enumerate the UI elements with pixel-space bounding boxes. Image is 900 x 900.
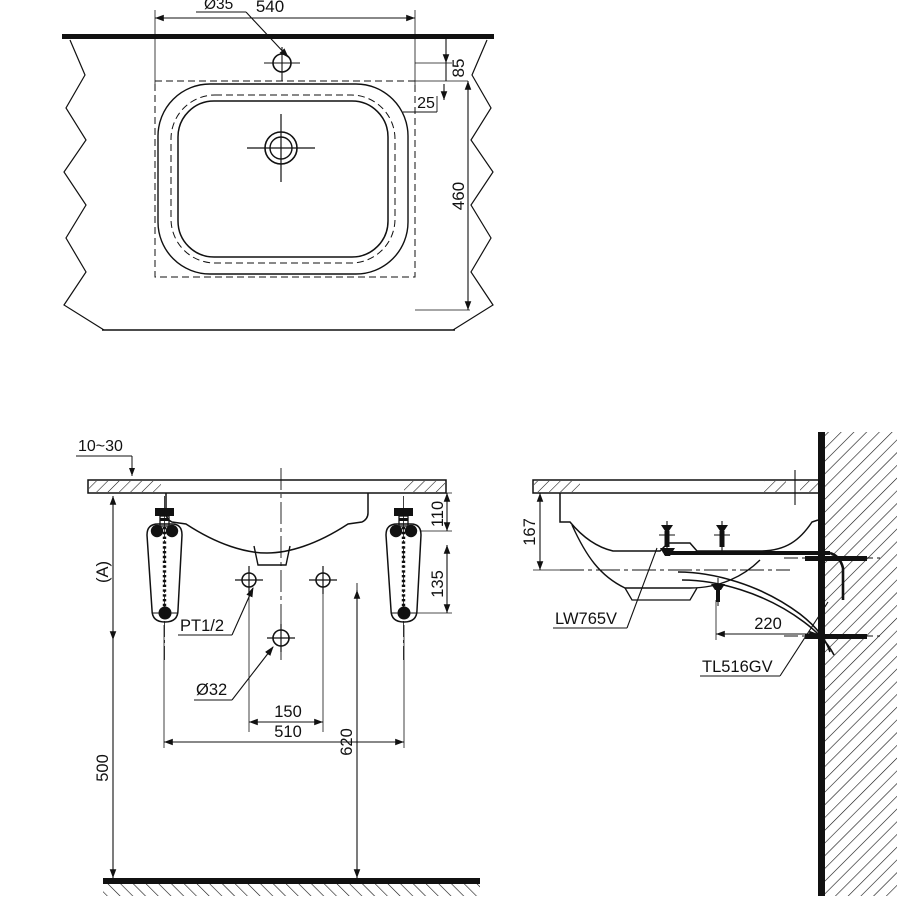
- side-drain-fitting: [711, 578, 725, 606]
- label-drain-diameter: Ø32: [196, 681, 227, 699]
- dim-counter-thickness: [76, 455, 135, 476]
- dim-135: [417, 545, 452, 614]
- dim-167: [533, 492, 566, 571]
- side-waste-boss: [624, 587, 698, 601]
- side-section-view: 167 220 LW765V TL516GV: [521, 432, 897, 896]
- wall-face: [818, 432, 825, 896]
- bowl-mid-dashed: [170, 94, 396, 264]
- dim-text-110: 110: [429, 501, 447, 527]
- label-height-symbol: (A): [94, 561, 112, 583]
- side-counter-hatch-left: [534, 481, 580, 492]
- side-counter-hatch-mid: [764, 481, 786, 492]
- dim-text-150: 150: [274, 703, 302, 721]
- front-counter-hatch-left: [89, 481, 161, 492]
- wall-hatch: [825, 432, 897, 896]
- label-basin-model: LW765V: [555, 610, 617, 628]
- dim-text-25: 25: [417, 95, 435, 112]
- dim-text-500: 500: [94, 754, 112, 782]
- floor-line: [103, 878, 480, 884]
- dim-text-width-540: 540: [256, 0, 284, 16]
- dim-text-510: 510: [274, 723, 302, 741]
- dim-text-167: 167: [521, 518, 539, 546]
- break-line-right: [452, 39, 494, 331]
- side-pipe-run: [664, 551, 830, 555]
- basin-underside-profile: [165, 493, 369, 554]
- label-tap-hole-diameter: Ø35: [204, 0, 233, 13]
- dim-text-620: 620: [338, 728, 356, 756]
- dim-text-135: 135: [429, 570, 447, 598]
- top-plan-view: Ø35 540 85 25 460: [62, 0, 494, 331]
- dim-rim-offset-25: [403, 84, 448, 113]
- dim-depth-460: [415, 81, 472, 311]
- dim-text-85: 85: [449, 59, 468, 78]
- bowl-inner-edge: [177, 100, 389, 258]
- front-section-view: 10~30: [76, 438, 480, 896]
- counter-back-edge: [62, 34, 494, 39]
- plan-tap-hole: [264, 47, 300, 81]
- right-trap-assembly: [385, 496, 422, 660]
- dim-text-counter-thickness: 10~30: [78, 438, 123, 455]
- supply-point-left: [235, 566, 263, 594]
- side-basin-outline: [559, 493, 819, 552]
- side-fitting-right: [714, 521, 730, 553]
- basin-model-leader: [553, 547, 658, 629]
- supply-point-right: [309, 566, 337, 594]
- floor-hatch: [103, 884, 480, 896]
- pt-thread-leader: [178, 586, 254, 636]
- bowl-outer-rim: [157, 83, 409, 275]
- dim-110: [404, 492, 452, 532]
- drain-point: [267, 624, 295, 652]
- dim-150: [248, 590, 324, 732]
- wall-bracket-upper: [784, 556, 880, 561]
- trap-model-leader: [700, 601, 829, 677]
- break-line-left: [63, 39, 105, 331]
- dim-text-460: 460: [449, 182, 468, 210]
- plan-drain-hole: [247, 114, 315, 182]
- wall-bracket-lower: [784, 634, 880, 639]
- label-trap-model: TL516GV: [702, 658, 773, 676]
- dim-510: [163, 625, 405, 748]
- drain-diameter-leader: [194, 646, 274, 701]
- cutout-boundary: [154, 80, 416, 278]
- dim-width-540: [154, 10, 416, 85]
- waste-boss: [253, 545, 291, 566]
- dim-220: [715, 600, 818, 640]
- dim-text-220: 220: [754, 615, 782, 633]
- label-supply-thread: PT1/2: [180, 617, 224, 635]
- front-counter-hatch-right: [404, 481, 445, 492]
- side-counter-hatch-right: [800, 481, 820, 492]
- front-counter-slab: [87, 479, 447, 494]
- side-trap-curve: [677, 571, 831, 653]
- dim-tap-offset-85: [415, 37, 468, 82]
- side-fitting-left: [659, 521, 675, 556]
- left-trap-assembly: [146, 496, 183, 660]
